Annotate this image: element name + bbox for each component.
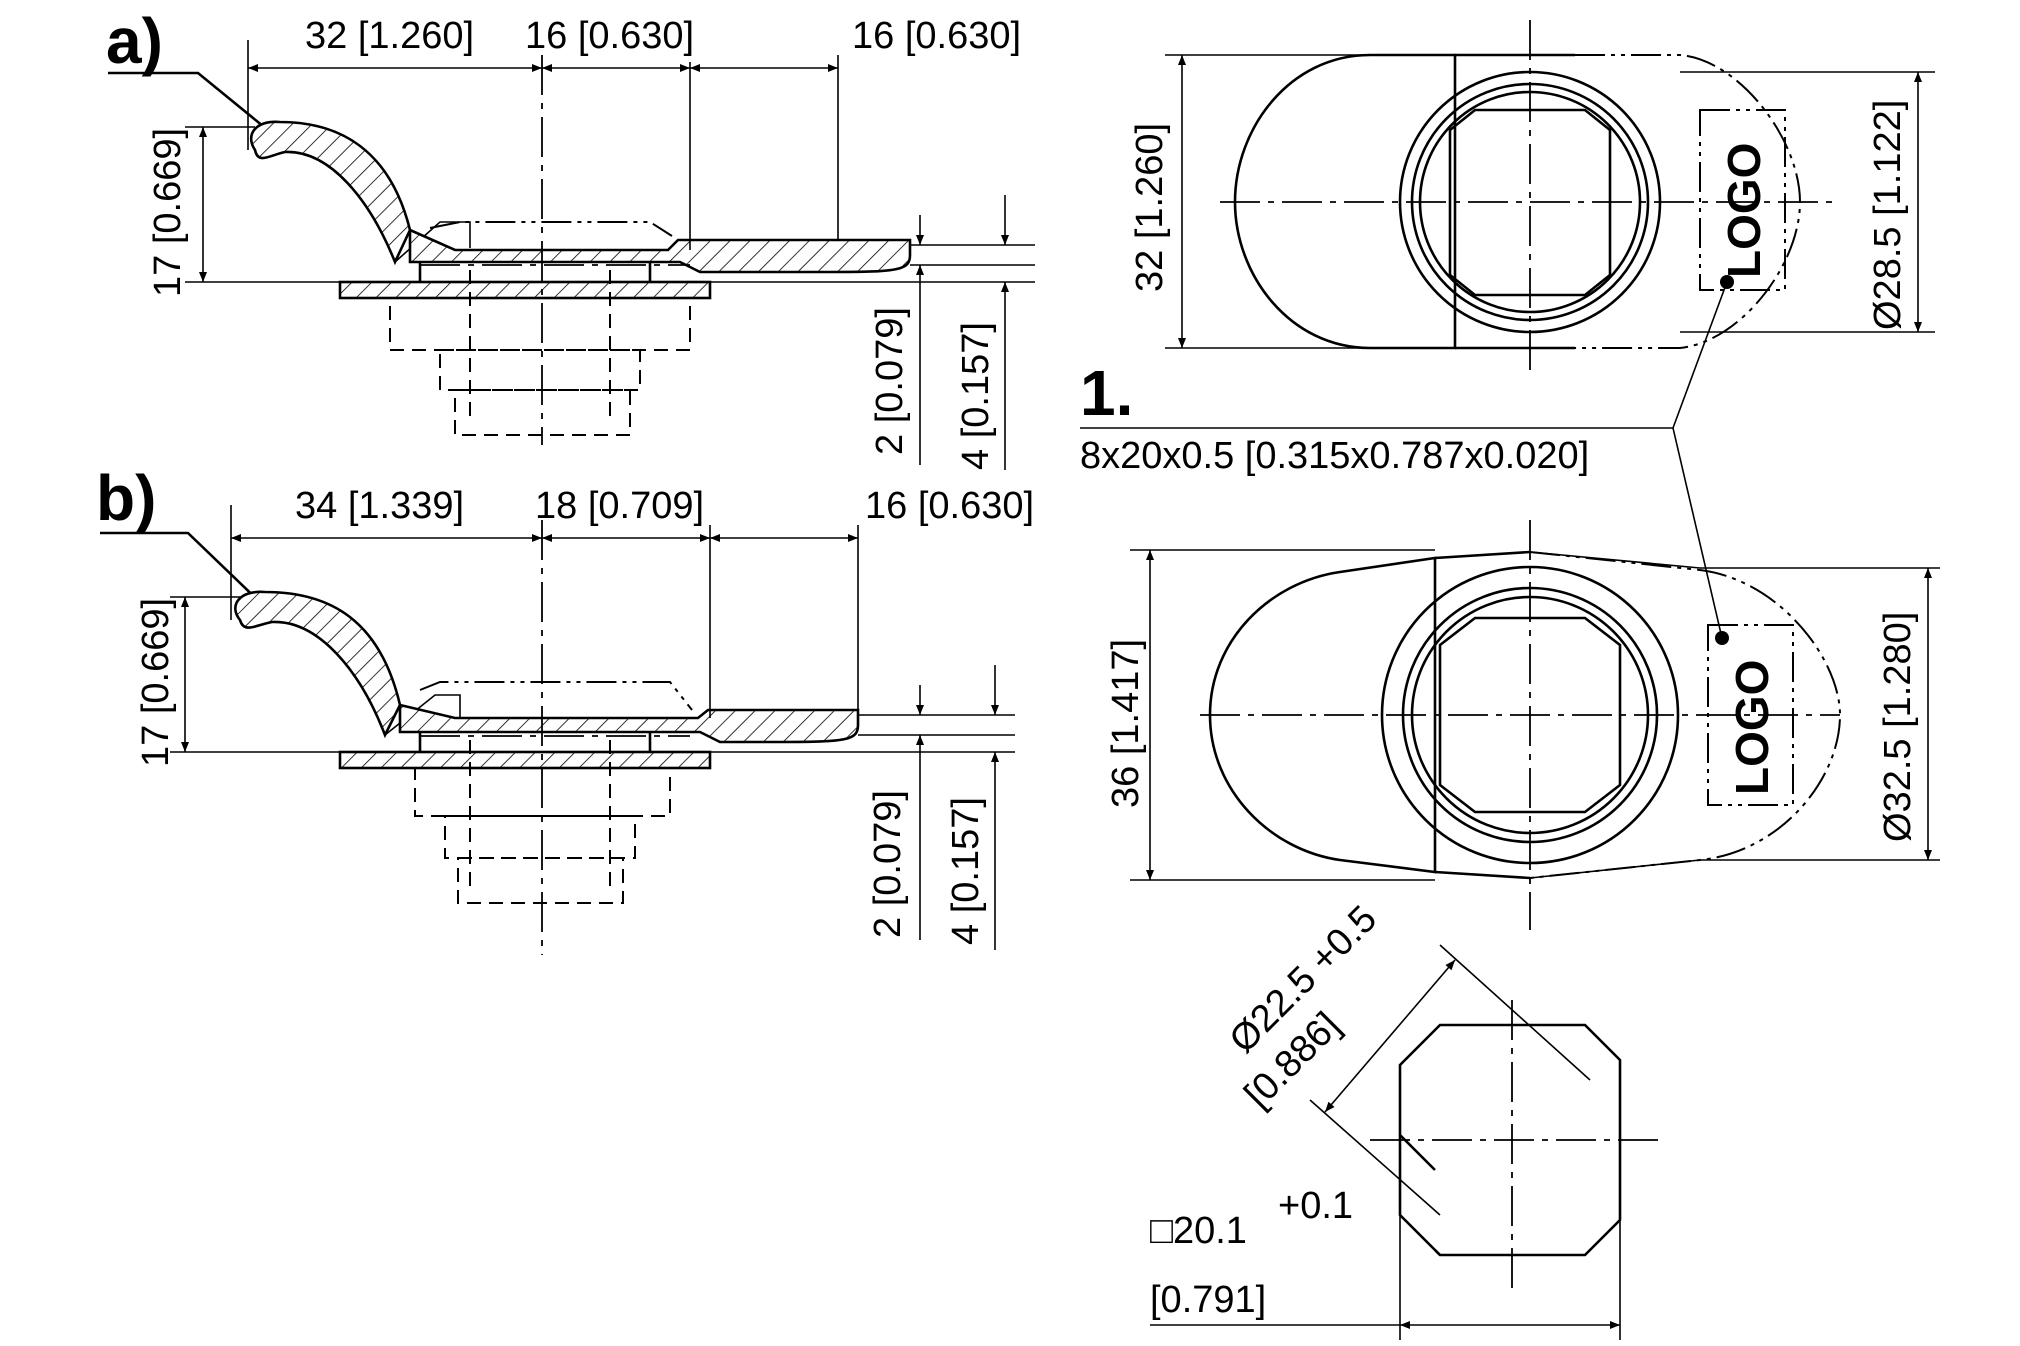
view-b-side: b) 34 [1.339] 18 [0.709] 16 [0.630] 17 [… [96, 462, 1034, 955]
dim-a-thk: 2 [0.079] [869, 307, 911, 455]
item-1-label: 1. [1080, 357, 1133, 429]
mount-plate-b [338, 750, 712, 770]
dim-bottom-dia: Ø32.5 [1.280] [1877, 612, 1919, 842]
dim-b-height: 17 [0.669] [135, 598, 177, 767]
logo-lower: LOGO [1726, 660, 1778, 795]
dim-b-stack: 4 [0.157] [945, 797, 987, 945]
dim-a-mid-len: 16 [0.630] [525, 15, 694, 57]
dim-a-stack: 4 [0.157] [955, 322, 997, 470]
dim-top-width: 32 [1.260] [1129, 123, 1171, 292]
dim-b-left-len: 34 [1.339] [295, 485, 464, 527]
dim-b-right-len: 16 [0.630] [865, 485, 1034, 527]
lever-outline-upper [1233, 53, 1457, 350]
top-view-lower: LOGO 36 [1.417] Ø32.5 [1.280] [1105, 520, 1940, 930]
dim-a-height: 17 [0.669] [147, 128, 189, 297]
logo-box-upper [1699, 109, 1786, 291]
item-1-callout: 1. 8x20x0.5 [0.315x0.787x0.020] [1080, 281, 1728, 639]
square-insert-upper [1448, 108, 1612, 297]
dim-a-left-len: 32 [1.260] [305, 15, 474, 57]
dim-bottom-width: 36 [1.417] [1105, 639, 1147, 808]
lever-plate-b [398, 703, 860, 744]
dim-b-mid-len: 18 [0.709] [535, 485, 704, 527]
handle-b [234, 590, 402, 739]
handle-a [249, 120, 412, 266]
view-b-label: b) [96, 462, 156, 534]
panel-cutout: Ø22.5 +0.5 [0.886] □20.1 +0.1 [0.791] [1150, 898, 1660, 1340]
dim-top-dia: Ø28.5 [1.122] [1867, 100, 1909, 330]
square-insert-lower [1438, 616, 1622, 814]
dim-b-thk: 2 [0.079] [867, 790, 909, 938]
mount-plate-a [338, 280, 712, 300]
logo-upper: LOGO [1718, 143, 1770, 278]
logo-box-lower [1707, 624, 1794, 806]
top-view-upper: LOGO 32 [1.260] Ø28.5 [1.122] [1129, 20, 1935, 375]
dim-cutout-sq: □20.1 [1150, 1210, 1247, 1252]
lever-plate-a [408, 227, 912, 274]
view-a-label: a) [106, 5, 163, 77]
dim-a-right-len: 16 [0.630] [852, 15, 1021, 57]
logo-plate-size: 8x20x0.5 [0.315x0.787x0.020] [1080, 435, 1589, 477]
dim-cutout-sq-tol: +0.1 [1278, 1185, 1353, 1227]
view-a-side: a) 32 [1.260] 16 [0.630] 16 [0.630] [106, 5, 1035, 470]
dim-cutout-sq-in: [0.791] [1150, 1279, 1266, 1321]
lever-outline-lower [1208, 556, 1437, 874]
